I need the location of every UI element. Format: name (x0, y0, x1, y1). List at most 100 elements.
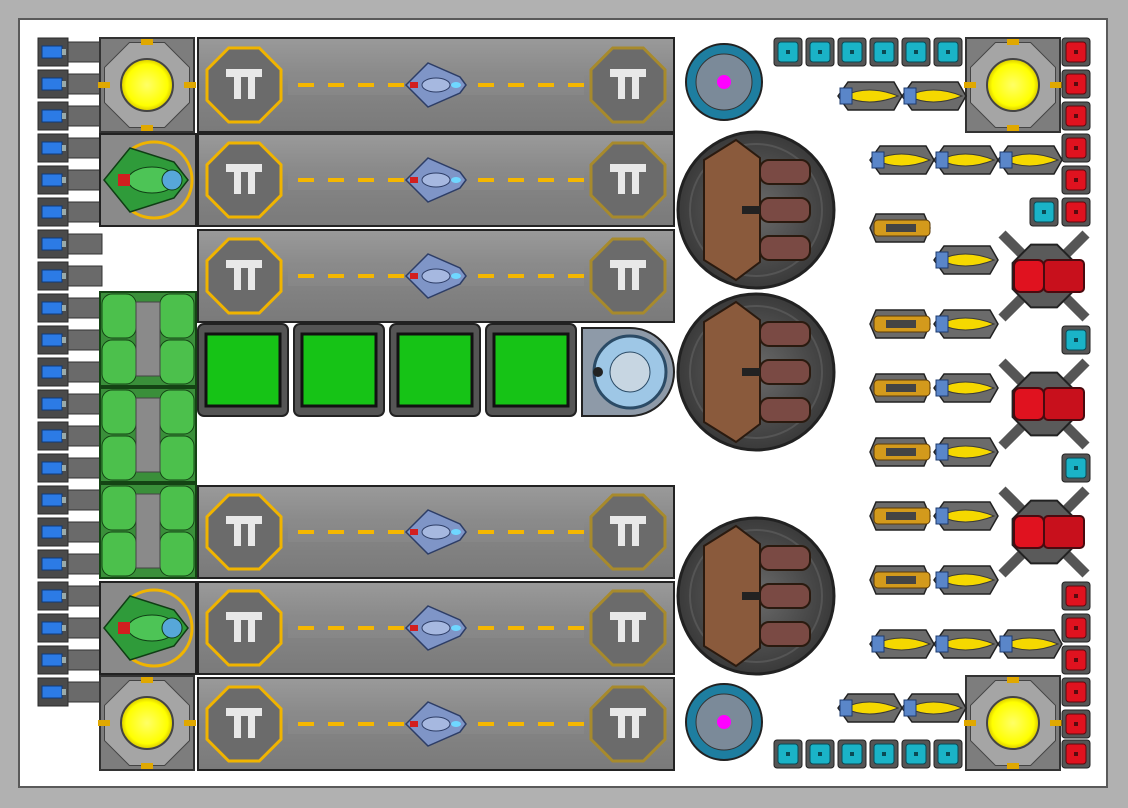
hangar-hatch-icon[interactable] (205, 141, 283, 219)
hangar-hatch-icon[interactable] (589, 141, 667, 219)
laser-gun-icon[interactable] (933, 565, 999, 595)
hangar-hatch-icon[interactable] (205, 237, 283, 315)
battery-cell-icon[interactable] (37, 485, 103, 515)
reactor-core-icon[interactable] (964, 675, 1062, 771)
laser-gun-icon[interactable] (933, 373, 999, 403)
shield-node-icon[interactable] (901, 739, 931, 769)
shield-node-icon[interactable] (805, 739, 835, 769)
laser-gun-icon[interactable] (869, 629, 935, 659)
cockpit[interactable] (581, 327, 675, 417)
hangar-hatch-icon[interactable] (589, 237, 667, 315)
thruster-icon[interactable] (869, 309, 931, 339)
battery-cell-icon[interactable] (37, 69, 103, 99)
flak-gun-icon[interactable] (998, 230, 1090, 322)
reactor-core-icon[interactable] (964, 37, 1062, 133)
thruster-icon[interactable] (869, 437, 931, 467)
armor-plate-icon[interactable] (1061, 69, 1091, 99)
battery-cell-icon[interactable] (37, 581, 103, 611)
battery-cell-icon[interactable] (37, 325, 103, 355)
sensor-core-icon[interactable] (685, 683, 763, 761)
armor-plate-icon[interactable] (1061, 581, 1091, 611)
laser-gun-icon[interactable] (997, 629, 1063, 659)
battery-cell-icon[interactable] (37, 293, 103, 323)
hangar-hatch-icon[interactable] (205, 46, 283, 124)
battery-cell-icon[interactable] (37, 101, 103, 131)
hangar-hatch-icon[interactable] (589, 685, 667, 763)
sensor-core-icon[interactable] (685, 43, 763, 121)
battery-cell-icon[interactable] (37, 677, 103, 707)
fighter-ship-icon[interactable] (404, 62, 467, 108)
fuel-tank-icon[interactable] (99, 483, 197, 579)
thruster-icon[interactable] (869, 213, 931, 243)
laser-gun-icon[interactable] (933, 245, 999, 275)
fighter-ship-icon[interactable] (103, 147, 189, 213)
cargo-container-icon[interactable] (197, 323, 289, 417)
battery-cell-icon[interactable] (37, 133, 103, 163)
armor-plate-icon[interactable] (1061, 739, 1091, 769)
armor-plate-icon[interactable] (1061, 613, 1091, 643)
hangar-bay[interactable] (197, 581, 675, 675)
shield-node-icon[interactable] (901, 37, 931, 67)
laser-gun-icon[interactable] (901, 693, 967, 723)
fighter-ship-icon[interactable] (404, 605, 467, 651)
hangar-bay[interactable] (197, 37, 675, 133)
hangar-hatch-icon[interactable] (205, 589, 283, 667)
flak-gun-icon[interactable] (998, 358, 1090, 450)
fuel-tank-icon[interactable] (99, 291, 197, 387)
hangar-bay[interactable] (197, 229, 675, 323)
fighter-ship-icon[interactable] (103, 595, 189, 661)
laser-gun-icon[interactable] (933, 309, 999, 339)
laser-gun-icon[interactable] (901, 81, 967, 111)
armor-plate-icon[interactable] (1061, 645, 1091, 675)
armor-plate-icon[interactable] (1061, 709, 1091, 739)
laser-gun-icon[interactable] (837, 81, 903, 111)
battery-cell-icon[interactable] (37, 421, 103, 451)
shield-node-icon[interactable] (933, 37, 963, 67)
armor-plate-icon[interactable] (1061, 165, 1091, 195)
laser-gun-icon[interactable] (837, 693, 903, 723)
flak-gun-icon[interactable] (998, 486, 1090, 578)
shield-node-icon[interactable] (1029, 197, 1059, 227)
armor-plate-icon[interactable] (1061, 37, 1091, 67)
thruster-icon[interactable] (869, 501, 931, 531)
fighter-ship-icon[interactable] (404, 701, 467, 747)
shield-node-icon[interactable] (1061, 453, 1091, 483)
laser-gun-icon[interactable] (997, 145, 1063, 175)
battery-cell-icon[interactable] (37, 357, 103, 387)
shield-node-icon[interactable] (869, 739, 899, 769)
shield-node-icon[interactable] (773, 739, 803, 769)
shield-node-icon[interactable] (1061, 325, 1091, 355)
shield-node-icon[interactable] (933, 739, 963, 769)
hangar-hatch-icon[interactable] (205, 493, 283, 571)
armor-plate-icon[interactable] (1061, 133, 1091, 163)
reactor-core-icon[interactable] (98, 675, 196, 771)
fighter-dock[interactable] (99, 581, 197, 675)
triple-cannon-turret-icon[interactable] (676, 516, 836, 676)
shield-node-icon[interactable] (869, 37, 899, 67)
fighter-dock[interactable] (99, 133, 197, 227)
hangar-bay[interactable] (197, 133, 675, 227)
shield-node-icon[interactable] (773, 37, 803, 67)
armor-plate-icon[interactable] (1061, 101, 1091, 131)
battery-cell-icon[interactable] (37, 37, 103, 67)
hangar-bay[interactable] (197, 677, 675, 771)
shield-node-icon[interactable] (837, 37, 867, 67)
battery-cell-icon[interactable] (37, 517, 103, 547)
battery-cell-icon[interactable] (37, 389, 103, 419)
battery-cell-icon[interactable] (37, 453, 103, 483)
hangar-bay[interactable] (197, 485, 675, 579)
fighter-ship-icon[interactable] (404, 157, 467, 203)
hangar-hatch-icon[interactable] (589, 493, 667, 571)
hangar-hatch-icon[interactable] (205, 685, 283, 763)
battery-cell-icon[interactable] (37, 549, 103, 579)
thruster-icon[interactable] (869, 373, 931, 403)
cargo-container-icon[interactable] (485, 323, 577, 417)
fighter-ship-icon[interactable] (404, 509, 467, 555)
triple-cannon-turret-icon[interactable] (676, 292, 836, 452)
battery-cell-icon[interactable] (37, 165, 103, 195)
battery-cell-icon[interactable] (37, 261, 103, 291)
cargo-container-icon[interactable] (293, 323, 385, 417)
fuel-tank-icon[interactable] (99, 387, 197, 483)
armor-plate-icon[interactable] (1061, 677, 1091, 707)
triple-cannon-turret-icon[interactable] (676, 130, 836, 290)
